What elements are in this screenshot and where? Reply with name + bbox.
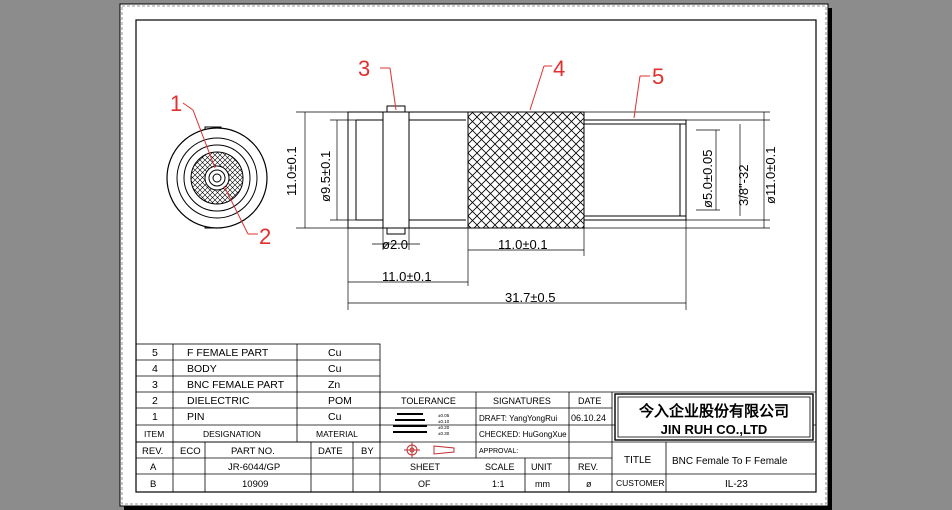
bom-header-material: MATERIAL: [316, 429, 358, 439]
dim-inner-dia: ø5.0±0.05: [700, 150, 715, 208]
dim-f-dia: ø11.0±0.1: [763, 147, 778, 204]
front-view: [166, 102, 268, 235]
draft-signature: DRAFT: YangYongRui: [479, 414, 557, 423]
date-label: DATE: [578, 396, 601, 406]
rev-header-by: BY: [361, 446, 374, 457]
callout-5: 5: [652, 64, 664, 89]
bom-designation: PIN: [187, 411, 205, 423]
tolerance-line: ±0.20: [438, 425, 450, 430]
tolerance-line: ±0.05: [438, 413, 450, 418]
rev-row-b-rev: B: [150, 479, 156, 490]
company-box-inner: [617, 396, 811, 438]
dim-body-height: 11.0±0.1: [284, 146, 299, 196]
bom-designation: BNC FEMALE PART: [187, 379, 285, 391]
scale-label: SCALE: [485, 462, 515, 472]
projection-symbol-icon: [404, 442, 455, 458]
bom-designation: BODY: [187, 363, 217, 375]
dim-total-len: 31.7±0.5: [505, 290, 556, 305]
rev-value: ø: [586, 479, 592, 489]
callout-2: 2: [259, 224, 271, 249]
bom-item: 3: [152, 379, 158, 391]
rev-header-rev: REV.: [142, 446, 163, 457]
tolerance-line: ±0.10: [438, 419, 450, 424]
dim-pin: ø2.0: [382, 237, 408, 252]
tolerance-values: ±0.05 ±0.10 ±0.20 ±0.30: [438, 413, 450, 436]
customer-label: CUSTOMER: [616, 478, 665, 488]
sheet-label: SHEET: [410, 462, 441, 472]
tolerance-marks: [393, 413, 427, 433]
bom-material: Cu: [328, 363, 342, 375]
tolerance-line: ±0.30: [438, 431, 450, 436]
date-value: 06.10.24: [571, 413, 606, 423]
sheet-block: SHEET OF SCALE 1:1 UNIT mm REV. ø: [410, 462, 598, 489]
bom-material: Cu: [328, 347, 342, 359]
dim-knurl-len: 11.0±0.1: [498, 237, 548, 252]
side-view: [347, 105, 687, 235]
revision-text: REV. ECO PART NO. DATE BY A JR-6044/GP B…: [142, 446, 374, 490]
bom-designation: F FEMALE PART: [187, 347, 269, 359]
rev-header-eco: ECO: [180, 446, 201, 457]
bom-item: 4: [152, 363, 158, 375]
rev-header-part: PART NO.: [231, 446, 275, 457]
bom-material: Zn: [328, 379, 340, 391]
bom-header-designation: DESIGNATION: [203, 429, 261, 439]
bom-designation: DIELECTRIC: [187, 395, 250, 407]
company-box: [614, 393, 814, 441]
bom-item: 2: [152, 395, 158, 407]
callout-3: 3: [358, 56, 370, 81]
dim-bnc-len: 11.0±0.1: [382, 269, 432, 284]
dimension-lines: [296, 111, 770, 310]
unit-label: UNIT: [531, 462, 552, 472]
callout-1: 1: [170, 91, 182, 116]
tolerance-label: TOLERANCE: [401, 396, 456, 406]
approval-signature: APPROVAL:: [479, 448, 518, 455]
rev-label: REV.: [578, 462, 598, 472]
company-name-en: JIN RUH CO.,LTD: [661, 422, 768, 437]
scale-value: 1:1: [492, 479, 505, 489]
customer-value: IL-23: [725, 479, 748, 490]
callout-leaders: [380, 65, 650, 119]
rev-row-a-part: JR-6044/GP: [228, 462, 280, 473]
callout-4: 4: [553, 56, 565, 81]
title-block-grid: [380, 391, 816, 492]
unit-value: mm: [535, 479, 550, 489]
bom-rows: 5 F FEMALE PART Cu 4 BODY Cu 3 BNC FEMAL…: [152, 347, 352, 423]
bom-header-item: ITEM: [144, 429, 164, 439]
bom-item: 1: [152, 411, 158, 423]
checked-signature: CHECKED: HuGongXue: [479, 430, 567, 439]
inner-frame: [135, 19, 817, 493]
rev-row-a-rev: A: [150, 462, 157, 473]
bom-material: Cu: [328, 411, 342, 423]
signatures-label: SIGNATURES: [493, 396, 551, 406]
rev-header-date: DATE: [318, 446, 343, 457]
dim-body-dia: ø9.5±0.1: [318, 151, 333, 202]
bom-item: 5: [152, 347, 158, 359]
bom-header: ITEM DESIGNATION MATERIAL: [144, 429, 358, 439]
outer-frame: [121, 5, 827, 505]
company-name-cn: 今入企业股份有限公司: [638, 402, 789, 420]
rev-row-b-part: 10909: [242, 479, 268, 490]
sheet-value: OF: [418, 479, 431, 489]
title-value: BNC Female To F Female: [672, 456, 788, 467]
title-label: TITLE: [624, 455, 652, 466]
dim-thread: 3/8"-32: [736, 165, 751, 206]
bom-material: POM: [328, 395, 352, 407]
